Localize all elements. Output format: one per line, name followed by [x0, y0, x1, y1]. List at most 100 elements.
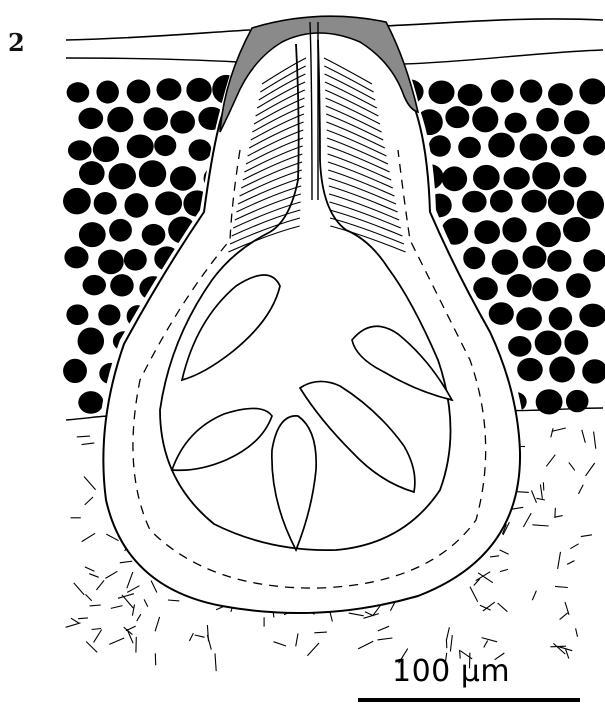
cell: [520, 79, 542, 102]
cell: [79, 161, 105, 185]
fiber: [111, 606, 123, 609]
cell: [154, 135, 176, 156]
cell: [139, 160, 166, 187]
cell: [78, 391, 103, 414]
cell: [170, 166, 196, 191]
cell: [79, 222, 106, 247]
fiber: [490, 556, 499, 557]
cell: [170, 110, 195, 133]
fiber: [84, 477, 96, 490]
fiber: [92, 629, 102, 630]
cell: [547, 250, 571, 272]
fiber: [482, 638, 498, 642]
cell: [517, 358, 543, 381]
fiber: [215, 653, 216, 671]
fiber: [498, 603, 508, 612]
cell: [536, 108, 559, 132]
fiber: [85, 497, 93, 505]
cell: [549, 307, 572, 330]
cell: [521, 190, 546, 213]
fiber: [96, 580, 104, 590]
cell: [127, 80, 151, 104]
cell: [474, 220, 500, 244]
fiber: [94, 630, 102, 643]
fiber: [74, 583, 85, 595]
scale-bar-label: 100 μm: [392, 654, 510, 689]
fiber: [558, 552, 561, 569]
cell: [564, 330, 588, 355]
fiber: [127, 629, 133, 643]
fiber: [378, 638, 393, 640]
fiber: [358, 641, 373, 649]
fiber: [555, 516, 563, 518]
cell: [563, 167, 586, 187]
fiber: [450, 635, 452, 651]
fiber: [89, 574, 99, 578]
fiber: [446, 627, 449, 640]
cell: [492, 249, 519, 275]
cell: [491, 79, 514, 102]
cell: [523, 246, 547, 269]
cell: [458, 137, 481, 158]
cell: [98, 304, 120, 325]
fiber: [540, 484, 542, 498]
cell: [566, 273, 591, 298]
fiber: [570, 544, 578, 549]
cell: [472, 106, 498, 132]
fiber: [137, 614, 141, 621]
cell: [508, 336, 531, 357]
cell: [579, 304, 605, 327]
fiber: [555, 508, 556, 518]
fiber: [523, 513, 531, 527]
fiber: [582, 430, 586, 443]
fiber: [86, 594, 92, 600]
fiber: [537, 498, 545, 500]
cell: [516, 307, 542, 330]
fiber: [155, 617, 160, 631]
cell: [189, 139, 212, 161]
fiber: [144, 599, 148, 606]
fiber: [378, 626, 389, 631]
cell: [96, 81, 118, 104]
cell: [505, 113, 527, 133]
panel-number: 2: [8, 28, 25, 57]
cell: [143, 107, 168, 130]
cell: [127, 134, 154, 158]
cell: [110, 274, 134, 296]
cell: [520, 133, 548, 160]
fiber: [109, 638, 124, 644]
fiber: [78, 618, 88, 619]
fiber: [82, 533, 95, 541]
cell: [577, 191, 604, 219]
fiber: [105, 571, 117, 578]
fiber: [566, 649, 569, 658]
cell: [458, 84, 483, 106]
cell: [64, 246, 88, 268]
fiber: [296, 634, 298, 647]
fiber: [77, 436, 90, 437]
cell: [535, 330, 562, 355]
cell: [156, 78, 181, 100]
cell: [536, 222, 561, 247]
cell: [428, 81, 454, 105]
fiber: [71, 618, 79, 623]
fiber: [118, 594, 134, 599]
fiber: [532, 525, 548, 526]
cell: [583, 249, 605, 272]
cell: [563, 217, 590, 242]
fiber: [560, 613, 568, 620]
fiber: [500, 550, 509, 554]
fiber: [132, 605, 134, 616]
cell: [442, 166, 467, 191]
fiber: [594, 432, 596, 449]
cell: [548, 83, 573, 105]
cell: [63, 188, 91, 214]
fiber: [576, 628, 578, 636]
fiber: [579, 485, 584, 494]
cell: [98, 250, 124, 275]
fiber: [551, 428, 553, 437]
cell: [507, 274, 532, 297]
fiber: [550, 646, 566, 647]
cell: [490, 190, 513, 213]
